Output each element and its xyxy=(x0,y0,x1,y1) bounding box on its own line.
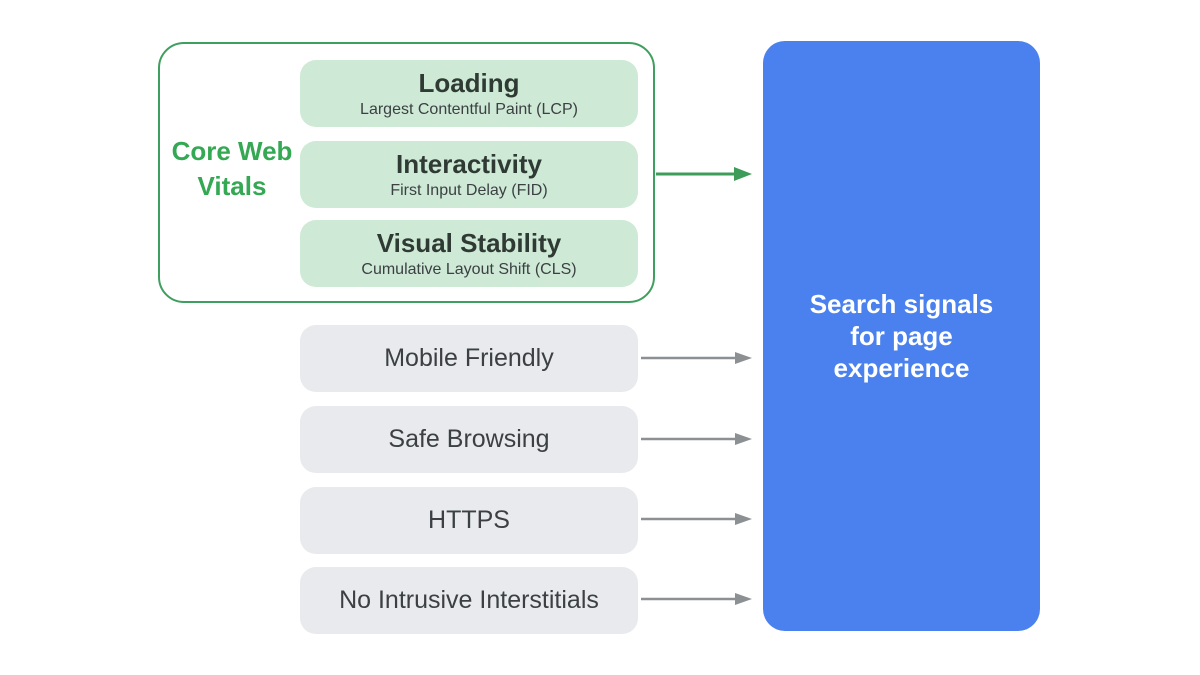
cwv-item-loading: Loading Largest Contentful Paint (LCP) xyxy=(300,60,638,127)
signal-no-intrusive-interstitials: No Intrusive Interstitials xyxy=(300,567,638,634)
arrow-cwv-to-result xyxy=(656,167,752,181)
arrow-https-to-result xyxy=(641,513,752,525)
search-signals-result-label: Search signals for page experience xyxy=(810,288,994,384)
cwv-item-title: Loading xyxy=(418,67,520,98)
cwv-item-subtitle: Largest Contentful Paint (LCP) xyxy=(360,100,578,118)
result-line: for page xyxy=(850,321,953,351)
arrow-mobile-friendly-to-result xyxy=(641,352,752,364)
arrow-interstitials-to-result xyxy=(641,593,752,605)
signal-label: Safe Browsing xyxy=(388,425,550,453)
result-line: Search signals xyxy=(809,289,994,319)
result-line: experience xyxy=(833,353,970,383)
core-web-vitals-label: Core Web Vitals xyxy=(171,136,293,201)
signal-label: No Intrusive Interstitials xyxy=(339,586,599,614)
cwv-item-interactivity: Interactivity First Input Delay (FID) xyxy=(300,141,638,208)
search-signals-result-box: Search signals for page experience xyxy=(763,41,1040,631)
signal-https: HTTPS xyxy=(300,487,638,554)
cwv-item-subtitle: First Input Delay (FID) xyxy=(390,181,548,199)
cwv-item-title: Interactivity xyxy=(396,148,542,179)
signal-label: Mobile Friendly xyxy=(384,344,554,372)
signal-mobile-friendly: Mobile Friendly xyxy=(300,325,638,392)
arrow-safe-browsing-to-result xyxy=(641,433,752,445)
cwv-item-title: Visual Stability xyxy=(376,227,562,258)
cwv-item-subtitle: Cumulative Layout Shift (CLS) xyxy=(361,260,577,278)
cwv-item-visual-stability: Visual Stability Cumulative Layout Shift… xyxy=(300,220,638,287)
signal-label: HTTPS xyxy=(428,506,510,534)
signal-safe-browsing: Safe Browsing xyxy=(300,406,638,473)
